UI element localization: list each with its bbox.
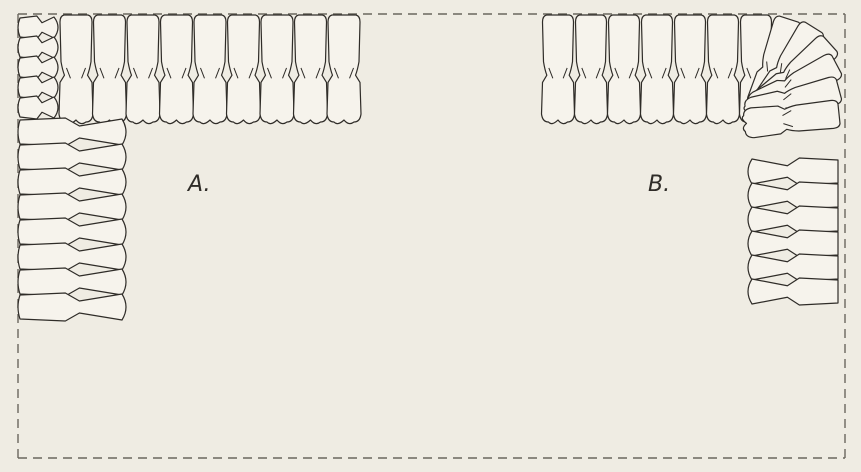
panel-b-side-tooth (748, 206, 838, 233)
panel-b-side-tooth (748, 230, 838, 257)
tooth-outline (18, 193, 126, 221)
tooth-outline (641, 15, 674, 124)
panel-b-side-tooth (748, 254, 838, 281)
tooth-outline (327, 15, 361, 124)
panel-a-top-tooth (93, 15, 127, 124)
tooth-outline (18, 143, 126, 171)
tooth-outline (294, 15, 328, 124)
panel-a-side-tooth (18, 218, 126, 246)
panel-a-top-tooth (59, 15, 93, 124)
tooth-outline (18, 293, 126, 321)
tooth-outline (18, 243, 126, 271)
panel-a-side-tooth (18, 143, 126, 171)
tooth-outline (542, 15, 575, 124)
panel-b-top-tooth (641, 15, 674, 124)
tooth-outline (674, 15, 707, 124)
tooth-outline (160, 15, 194, 124)
panel-a-side-tooth (18, 293, 126, 321)
panel-a-top-tooth (327, 15, 361, 124)
panel-a-label: A. (188, 172, 210, 197)
tooth-outline (18, 16, 58, 39)
panel-b-teeth (542, 15, 844, 305)
panel-a-top-tooth (260, 15, 294, 124)
tooth-outline (227, 15, 261, 124)
panel-a-corner-tooth (18, 96, 58, 119)
tooth-outline (608, 15, 641, 124)
panel-a-top-tooth (227, 15, 261, 124)
panel-a-top-tooth (160, 15, 194, 124)
panel-a-corner-tooth (18, 16, 58, 39)
panel-a-side-tooth (18, 243, 126, 271)
panel-a-top-tooth (294, 15, 328, 124)
tooth-outline (18, 96, 58, 119)
tooth-outline (748, 278, 838, 305)
tooth-outline (93, 15, 127, 124)
tooth-outline (707, 15, 740, 124)
panel-b-top-tooth (542, 15, 575, 124)
tooth-outline (126, 15, 160, 124)
panel-a-corner-tooth (18, 76, 58, 99)
tooth-outline (18, 218, 126, 246)
tooth-outline (18, 268, 126, 296)
panel-a-side-tooth (18, 268, 126, 296)
tooth-outline (748, 206, 838, 233)
tooth-outline (748, 182, 838, 209)
panel-b-top-tooth (608, 15, 641, 124)
tooth-outline (18, 56, 58, 79)
panel-b-top-tooth (674, 15, 707, 124)
panel-a-top-tooth (193, 15, 227, 124)
panel-a-corner-tooth (18, 36, 58, 59)
tooth-outline (18, 76, 58, 99)
tooth-outline (18, 168, 126, 196)
tooth-outline (575, 15, 608, 124)
panel-b-top-tooth (707, 15, 740, 124)
panel-b-side-tooth (748, 278, 838, 305)
tooth-outline (18, 36, 58, 59)
tooth-outline (260, 15, 294, 124)
panel-a-side-tooth (18, 168, 126, 196)
panel-b-side-tooth (748, 182, 838, 209)
tooth-outline (18, 118, 126, 146)
panel-a-top-tooth (126, 15, 160, 124)
tooth-outline (748, 254, 838, 281)
tooth-outline (193, 15, 227, 124)
panel-a-side-tooth (18, 193, 126, 221)
panel-a-side-tooth (18, 118, 126, 146)
tooth-outline (748, 158, 838, 185)
panel-b-label: B. (648, 172, 670, 197)
panel-a-teeth (18, 15, 361, 321)
tooth-outline (748, 230, 838, 257)
panel-a-corner-tooth (18, 56, 58, 79)
panel-b-top-tooth (575, 15, 608, 124)
panel-b-side-tooth (748, 158, 838, 185)
tooth-outline (59, 15, 93, 124)
